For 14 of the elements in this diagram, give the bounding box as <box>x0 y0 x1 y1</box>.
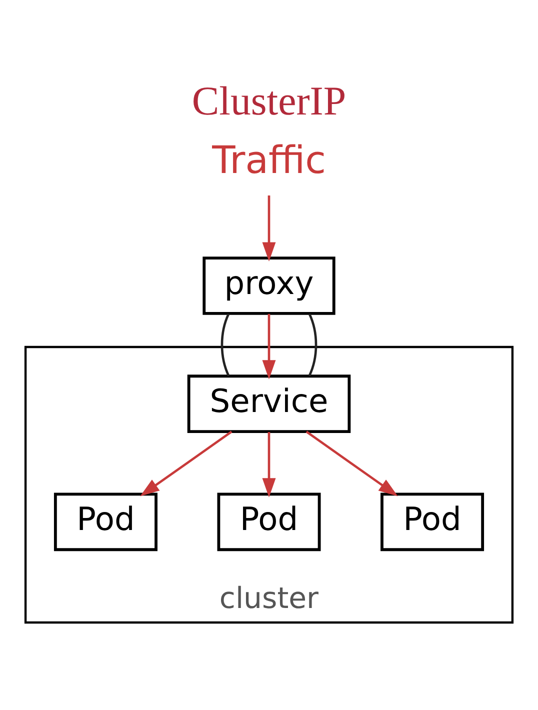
arrow <box>140 430 232 496</box>
connector <box>220 313 230 376</box>
connector <box>308 313 318 376</box>
arrow <box>306 430 398 496</box>
diagram-title: ClusterIP <box>192 78 346 124</box>
arrow <box>262 195 276 262</box>
node-box: Pod <box>54 492 158 552</box>
arrow <box>262 432 276 498</box>
arrow <box>262 314 276 380</box>
node-box: Pod <box>217 492 321 552</box>
node-text: Traffic <box>212 138 326 182</box>
node-box: proxy <box>202 256 336 315</box>
node-box: Service <box>187 374 351 433</box>
node-box: Pod <box>380 492 484 552</box>
